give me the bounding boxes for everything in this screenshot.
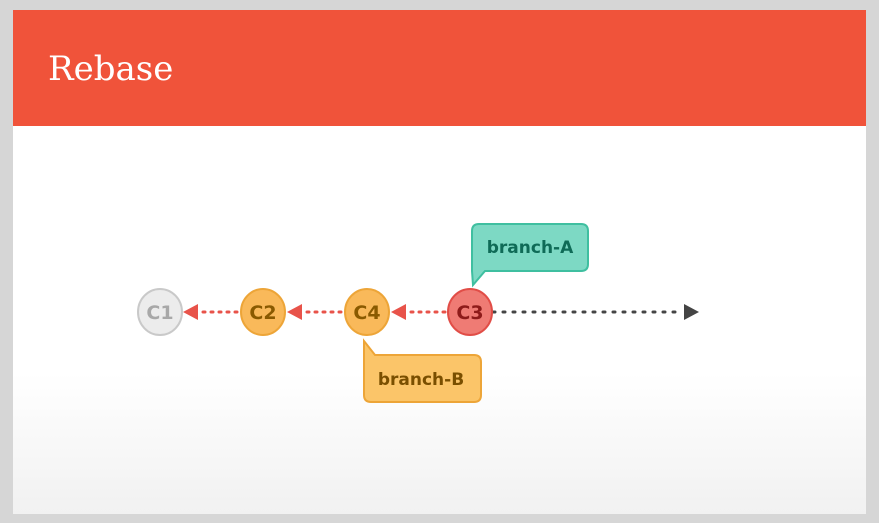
parent-arrow-c4-c2 [287, 304, 343, 320]
slide-header: Rebase [13, 10, 866, 126]
slide-title: Rebase [48, 49, 174, 89]
commit-c3: C3 [447, 288, 493, 336]
commit-c1: C1 [137, 288, 183, 336]
branch-b-pointer: branch-B [363, 338, 482, 403]
rebase-diagram: branch-A branch-B C1 C2 C4 C3 [137, 223, 699, 403]
branch-a-label: branch-A [487, 238, 574, 258]
parent-arrow-c2-c1 [183, 304, 239, 320]
commit-c4: C4 [344, 288, 390, 336]
future-arrow [491, 304, 699, 320]
branch-b-label: branch-B [378, 370, 464, 390]
branch-a-pointer: branch-A [471, 223, 589, 288]
commit-c1-label: C1 [146, 302, 173, 324]
commit-c4-label: C4 [353, 302, 380, 324]
commit-c3-label: C3 [456, 302, 483, 324]
commit-c2-label: C2 [249, 302, 276, 324]
slide: Rebase branch-A branch-B [13, 10, 866, 514]
parent-arrow-c3-c4 [391, 304, 447, 320]
commit-c2: C2 [240, 288, 286, 336]
